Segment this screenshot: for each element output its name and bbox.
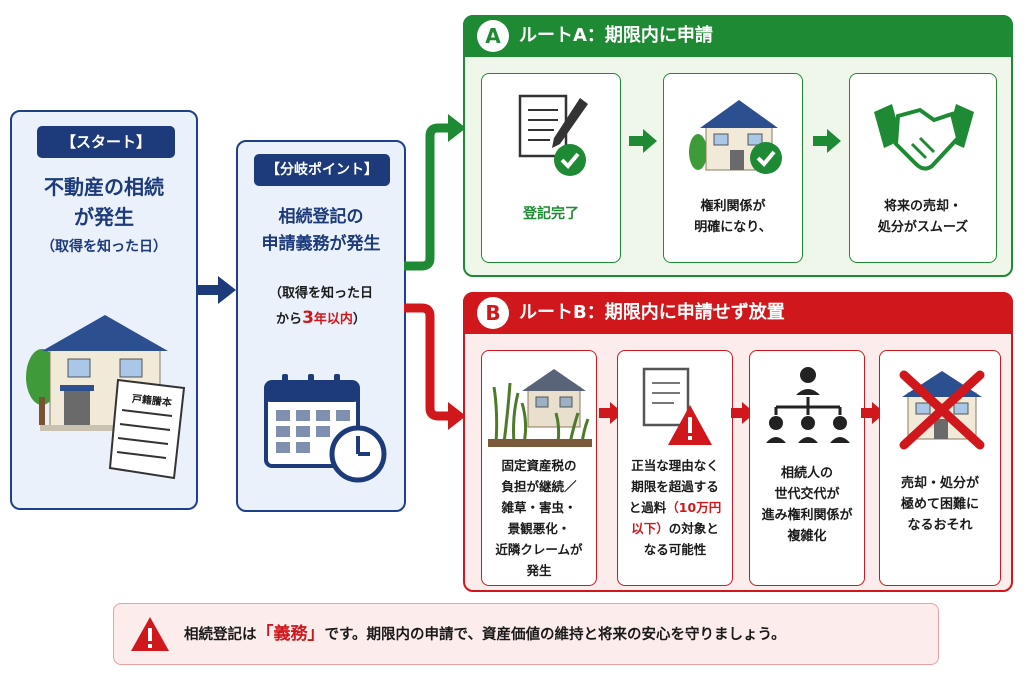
- route-b-step-4-line-1: 売却・処分が: [900, 476, 979, 491]
- route-b-step-3-line-4: 複雑化: [787, 529, 827, 544]
- house-cross-icon: [899, 370, 985, 450]
- route-a-step-1-text: 登記完了: [482, 204, 620, 225]
- route-b-panel: B ルートB：期限内に申請せず放置 固定資産税の 負担が継続／ 雑草・害虫・ 景…: [463, 292, 1013, 592]
- start-title-line1: 不動産の相続: [44, 175, 164, 199]
- arrow-right-icon: [629, 129, 657, 153]
- family-tree-icon: [766, 367, 850, 443]
- family-register-document-icon: [108, 378, 186, 480]
- branch-note-line1: （取得を知った日: [268, 286, 373, 301]
- route-b-step-2-line-5: なる可能性: [643, 542, 707, 557]
- document-pen-check-icon: [518, 94, 588, 176]
- route-b-step-2-fine-limit: 以下）: [631, 521, 669, 536]
- route-a-panel: A ルートA：期限内に申請 登記完了: [463, 15, 1013, 277]
- route-b-step-4-line-2: 極めて困難に: [900, 497, 979, 512]
- route-b-step-2-text: 正当な理由なく 期限を超過する と過料（10万円 以下）の対象と なる可能性: [618, 455, 732, 560]
- route-b-step-3-text: 相続人の 世代交代が 進み権利関係が 複雑化: [750, 463, 864, 547]
- arrow-right-icon: [599, 402, 623, 424]
- branch-note-suffix: ）: [352, 312, 366, 327]
- branch-title-line1: 相続登記の: [278, 207, 364, 227]
- notice-prefix: 相続登記は: [184, 627, 257, 643]
- route-a-step-3-line-2: 処分がスムーズ: [877, 220, 969, 235]
- warning-icon: [131, 617, 169, 651]
- notice-suffix: です。期限内の申請で、資産価値の維持と将来の安心を守りましょう。: [324, 627, 786, 643]
- route-b-step-1-line-6: 発生: [526, 563, 552, 578]
- start-box: 【スタート】 不動産の相続 が発生 （取得を知った日） 戸籍謄本: [10, 110, 198, 510]
- start-title-line2: が発生: [74, 205, 134, 229]
- route-a-step-3: 将来の売却・ 処分がスムーズ: [849, 73, 997, 263]
- route-a-step-3-line-1: 将来の売却・: [883, 199, 962, 214]
- route-a-step-1-line-1: 登記完了: [523, 206, 579, 222]
- route-b-step-1-line-2: 負担が継続／: [501, 479, 577, 494]
- route-b-step-2-fine-amount: （10万円: [666, 500, 722, 515]
- start-pill: 【スタート】: [37, 126, 175, 158]
- route-b-step-4-text: 売却・処分が 極めて困難に なるおそれ: [880, 473, 1000, 536]
- neglected-house-weeds-icon: [488, 369, 592, 447]
- route-b-step-2-fine-prefix: と過料: [628, 500, 667, 515]
- arrow-to-route-b-icon: [448, 402, 466, 430]
- notice-bar: 相続登記は「義務」です。期限内の申請で、資産価値の維持と将来の安心を守りましょう…: [113, 603, 939, 665]
- branch-box: 【分岐ポイント】 相続登記の 申請義務が発生 （取得を知った日 から3年以内）: [236, 140, 406, 512]
- branch-title-line2: 申請義務が発生: [261, 234, 381, 254]
- branch-note-years-text: 年以内: [313, 312, 353, 327]
- start-title: 不動産の相続 が発生: [12, 172, 196, 232]
- route-a-step-3-text: 将来の売却・ 処分がスムーズ: [850, 196, 996, 238]
- route-a-title: ルートA：期限内に申請: [519, 25, 713, 46]
- route-b-step-1-line-5: 近隣クレームが: [495, 542, 583, 557]
- route-b-step-3-line-3: 進み権利関係が: [761, 508, 853, 523]
- arrow-to-route-a-icon: [448, 114, 466, 142]
- route-a-badge: A: [477, 20, 509, 52]
- route-b-step-1-line-3: 雑草・害虫・: [501, 500, 577, 515]
- branch-note-line2: から3年以内）: [238, 306, 404, 332]
- route-b-header: B ルートB：期限内に申請せず放置: [463, 292, 1013, 334]
- notice-keyword: 「義務」: [256, 624, 325, 644]
- house-check-icon: [689, 100, 782, 174]
- branch-note-prefix: から: [276, 312, 303, 327]
- branch-note-years-number: 3: [302, 308, 314, 328]
- route-b-step-2-line-2: 期限を超過する: [631, 479, 719, 494]
- route-b-step-3-line-1: 相続人の: [780, 466, 833, 481]
- document-warning-icon: [642, 367, 712, 445]
- start-subtitle: （取得を知った日）: [41, 239, 167, 255]
- route-b-title: ルートB：期限内に申請せず放置: [519, 302, 785, 323]
- arrow-right-icon: [861, 402, 885, 424]
- route-b-step-1-text: 固定資産税の 負担が継続／ 雑草・害虫・ 景観悪化・ 近隣クレームが 発生: [482, 455, 596, 581]
- arrow-right-icon: [731, 402, 755, 424]
- branch-arrows: [404, 114, 466, 430]
- route-a-step-1: 登記完了: [481, 73, 621, 263]
- route-b-step-1: 固定資産税の 負担が継続／ 雑草・害虫・ 景観悪化・ 近隣クレームが 発生: [481, 350, 597, 586]
- route-b-step-1-line-4: 景観悪化・: [507, 521, 571, 536]
- route-a-header: A ルートA：期限内に申請: [463, 15, 1013, 57]
- route-b-step-4: 売却・処分が 極めて困難に なるおそれ: [879, 350, 1001, 586]
- route-b-step-2-line-3: と過料（10万円: [618, 497, 732, 518]
- route-b-step-1-line-1: 固定資産税の: [501, 458, 577, 473]
- route-b-step-2-line-1: 正当な理由なく: [631, 458, 719, 473]
- route-b-step-2: 正当な理由なく 期限を超過する と過料（10万円 以下）の対象と なる可能性: [617, 350, 733, 586]
- branch-pill: 【分岐ポイント】: [254, 154, 390, 186]
- handshake-icon: [874, 104, 974, 171]
- route-a-step-2-text: 権利関係が 明確になり、: [664, 196, 802, 238]
- route-a-step-2-line-2: 明確になり、: [694, 220, 772, 235]
- route-b-step-4-line-3: なるおそれ: [907, 518, 973, 533]
- route-b-step-3: 相続人の 世代交代が 進み権利関係が 複雑化: [749, 350, 865, 586]
- route-a-step-2-line-1: 権利関係が: [700, 199, 766, 214]
- notice-text: 相続登記は「義務」です。期限内の申請で、資産価値の維持と将来の安心を守りましょう…: [184, 604, 786, 665]
- route-b-badge: B: [477, 297, 509, 329]
- route-a-step-2: 権利関係が 明確になり、: [663, 73, 803, 263]
- route-b-step-3-line-2: 世代交代が: [774, 487, 840, 502]
- arrow-right-icon: [813, 129, 841, 153]
- branch-deadline-note: （取得を知った日 から3年以内）: [238, 282, 404, 332]
- branch-title: 相続登記の 申請義務が発生: [238, 204, 404, 258]
- route-b-step-2-line-4-rest: の対象と: [668, 521, 719, 536]
- arrow-right-icon: [198, 276, 236, 304]
- calendar-clock-icon: [264, 374, 387, 483]
- route-b-step-2-line-4: 以下）の対象と: [618, 518, 732, 539]
